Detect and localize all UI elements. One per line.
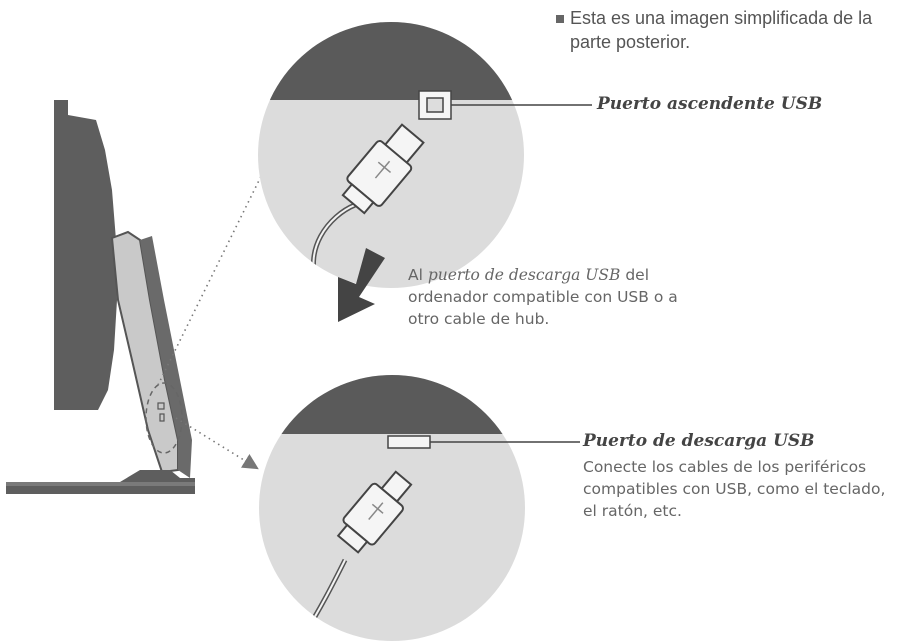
downstream-port-description: Conecte los cables de los periféricos co… [583,458,886,520]
downstream-detail-circle [259,375,580,641]
upstream-detail-circle [258,22,592,288]
note-text: Esta es una imagen simplificada de la pa… [570,8,873,52]
upstream-port-label: Puerto ascendente USB [597,94,823,114]
downstream-port-label: Puerto de descarga USB [583,431,815,451]
bullet-icon [556,15,564,23]
monitor-side-view [6,100,195,494]
connection-italic: puerto de descarga USB [427,266,621,284]
simplified-image-note: Esta es una imagen simplificada de la pa… [556,6,901,54]
connection-rest: del ordenador compatible con USB o a otr… [408,266,678,328]
connection-instruction: Al puerto de descarga USB del ordenador … [408,264,698,330]
dotted-leaders [157,140,279,470]
connection-prefix: Al [408,266,428,284]
direction-arrow [338,248,385,322]
